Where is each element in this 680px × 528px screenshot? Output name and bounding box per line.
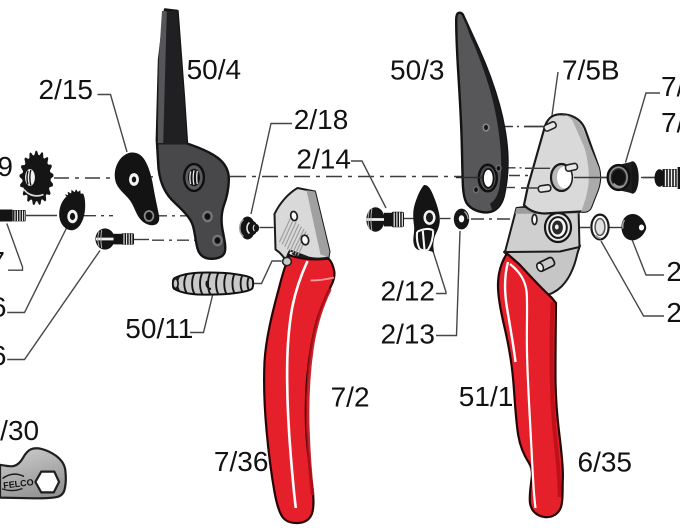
svg-text:7/2: 7/2 [331,382,370,413]
svg-text:7/36: 7/36 [214,446,269,477]
svg-text:7/9: 7/9 [661,107,680,138]
svg-text:51/1: 51/1 [459,381,514,412]
svg-text:2/15: 2/15 [39,74,94,105]
svg-text:50/4: 50/4 [187,54,242,85]
svg-text:FELCO: FELCO [3,477,34,491]
svg-text:2/18: 2/18 [294,104,349,135]
svg-text:2: 2 [666,256,680,287]
svg-text:2: 2 [666,297,680,328]
svg-text:2/12: 2/12 [381,276,436,307]
svg-text:7/9: 7/9 [661,71,680,102]
svg-text:9: 9 [0,151,13,182]
svg-text:2/13: 2/13 [381,319,436,350]
svg-text:2/30: 2/30 [0,415,39,446]
svg-text:2/14: 2/14 [296,144,351,175]
svg-text:7: 7 [0,246,5,277]
svg-text:6: 6 [0,292,6,323]
svg-text:6/35: 6/35 [578,447,633,478]
svg-text:7/5B: 7/5B [562,55,620,86]
svg-text:50/11: 50/11 [125,313,193,344]
svg-text:50/3: 50/3 [390,55,445,86]
svg-text:6: 6 [0,340,6,371]
